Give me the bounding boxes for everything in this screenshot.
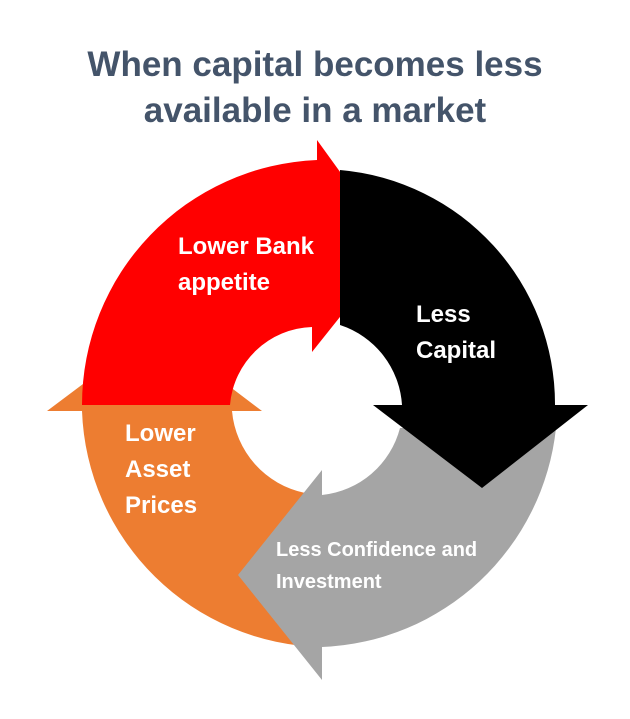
label-less-confidence-investment: Less Confidence and Investment <box>276 534 477 598</box>
label-less-capital: Less Capital <box>416 297 496 369</box>
bank-line-2: appetite <box>178 269 271 296</box>
arrow-less-capital <box>340 170 588 488</box>
confidence-line-2: Investment <box>276 571 382 593</box>
capital-line-1: Less <box>416 301 471 328</box>
confidence-line-1: Less Confidence and <box>276 539 478 561</box>
asset-line-2: Asset <box>125 456 191 483</box>
label-lower-bank-appetite: Lower Bank appetite <box>178 229 314 301</box>
asset-line-1: Lower <box>125 420 196 447</box>
bank-line-1: Lower Bank <box>178 233 315 260</box>
title-line-2: available in a market <box>143 91 487 130</box>
label-lower-asset-prices: Lower Asset Prices <box>125 416 197 524</box>
arrow-lower-bank-appetite <box>81 140 396 405</box>
capital-line-2: Capital <box>416 337 497 364</box>
arrow-less-confidence <box>238 428 556 680</box>
asset-line-3: Prices <box>125 492 198 519</box>
title-line-1: When capital becomes less <box>87 45 543 84</box>
diagram-title: When capital becomes less available in a… <box>0 42 630 134</box>
